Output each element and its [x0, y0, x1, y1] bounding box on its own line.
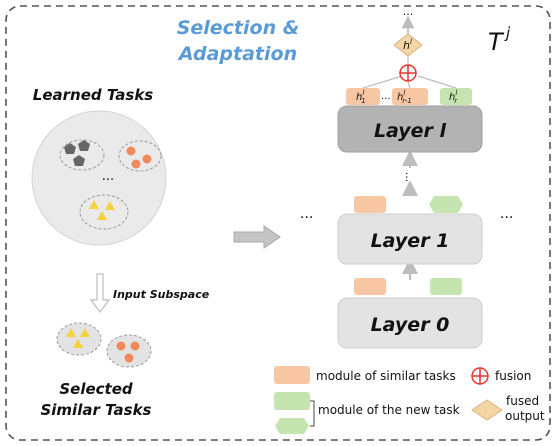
- to-network-arrow: [233, 225, 281, 249]
- new-task-module: [430, 278, 462, 295]
- legend-new-task-swatch-hex: [275, 418, 309, 434]
- pentagon-shape: [73, 155, 85, 166]
- input-subspace-label: Input Subspace: [113, 288, 210, 301]
- circle-shape: [142, 154, 152, 164]
- layer-1-box: [337, 213, 483, 265]
- title-line1: Selection &: [177, 17, 300, 39]
- cluster-triangles: [79, 194, 129, 230]
- triangle-shape: [105, 201, 115, 210]
- input-subspace-arrow: [89, 273, 111, 313]
- legend-fused-line2: output: [505, 409, 545, 423]
- layer-1-label: Layer 1: [371, 230, 450, 252]
- between-dots-1: ...: [403, 172, 416, 183]
- fused-output-diamond: [393, 33, 423, 57]
- module-h1: [346, 88, 380, 105]
- module-hr1: [392, 88, 428, 105]
- pentagon-shape: [64, 143, 76, 154]
- legend-fused-diamond: [471, 399, 503, 421]
- triangle-shape: [89, 200, 99, 209]
- fused-output-label: hl: [403, 38, 412, 52]
- triangle-shape: [97, 211, 107, 220]
- title-line2: Adaptation: [177, 43, 297, 65]
- legend-new-task-swatch: [274, 392, 310, 410]
- pentagon-shape: [78, 140, 90, 151]
- cluster-circles: [118, 140, 162, 172]
- circle-shape: [131, 159, 141, 169]
- layer-l-box: [337, 105, 483, 153]
- module-mid-dots: ...: [381, 91, 391, 102]
- top-dots: ...: [403, 5, 414, 18]
- learned-tasks-label: Learned Tasks: [33, 86, 154, 104]
- circle-shape: [116, 341, 126, 351]
- fusion-line: [362, 75, 403, 89]
- selected-cluster-triangles: [56, 322, 102, 356]
- task-label-sup: j: [504, 24, 511, 42]
- circle-shape: [130, 341, 140, 351]
- similar-module: [354, 278, 386, 295]
- outer-frame: [5, 5, 551, 441]
- side-left-dots: ...: [300, 206, 313, 222]
- legend-similar-label: module of similar tasks: [316, 369, 456, 383]
- selected-line1: Selected: [59, 380, 133, 398]
- layer-0-box: [337, 297, 483, 349]
- legend-fused-line1: fused: [506, 394, 539, 408]
- triangle-shape: [73, 339, 83, 348]
- learned-tasks-circle: [31, 110, 167, 246]
- legend-bracket: [310, 400, 315, 427]
- selected-line2: Similar Tasks: [40, 401, 151, 419]
- triangle-shape: [80, 328, 90, 337]
- fusion-line: [407, 81, 411, 89]
- circle-shape: [124, 353, 134, 363]
- learned-ellipsis: ...: [102, 169, 114, 184]
- legend-new-task-label: module of the new task: [318, 403, 460, 417]
- layer-l-label: Layer l: [374, 120, 447, 142]
- similar-module: [354, 196, 386, 213]
- side-right-dots: ...: [500, 206, 513, 222]
- task-label-T: T: [488, 28, 505, 56]
- cluster-pentagons: [59, 139, 105, 171]
- legend-fusion-label: fusion: [495, 369, 531, 383]
- new-task-module: [429, 196, 463, 213]
- fusion-line: [417, 75, 457, 89]
- module-hr: [440, 88, 472, 105]
- circle-shape: [126, 146, 136, 156]
- layer-0-label: Layer 0: [371, 314, 450, 336]
- triangle-shape: [66, 328, 76, 337]
- legend-similar-swatch: [274, 366, 310, 384]
